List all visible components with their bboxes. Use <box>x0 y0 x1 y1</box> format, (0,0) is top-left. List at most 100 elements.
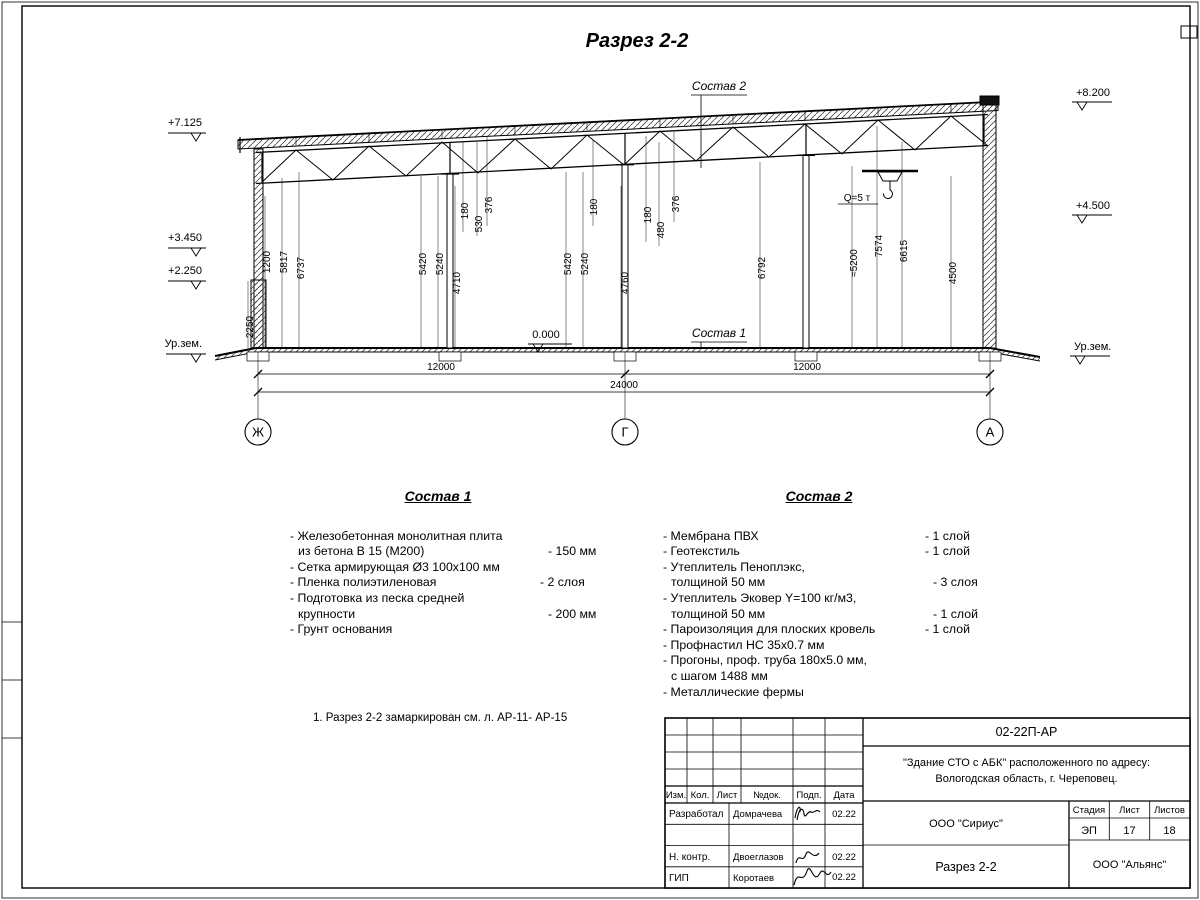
list-item: - Пленка полиэтиленовая- 2 слоя <box>290 575 620 591</box>
stamp-name: Двоеглазов <box>733 852 784 863</box>
elevation-label: +7.125 <box>168 117 202 129</box>
stamp-org2: ООО "Альянс" <box>1093 859 1167 871</box>
leader-line <box>691 94 747 168</box>
list-item: - Пароизоляция для плоских кровель- 1 сл… <box>663 622 1003 638</box>
dimension-label: 530 <box>474 215 485 232</box>
item-text: крупности <box>298 606 356 621</box>
dimension-label: ≈5200 <box>849 249 860 277</box>
elevation-flag-icon <box>168 247 206 257</box>
stamp-name: Коротаев <box>733 873 774 884</box>
dimension-label: 376 <box>484 196 495 213</box>
axis-label: А <box>986 425 995 440</box>
item-text: - Железобетонная монолитная плита <box>290 528 503 543</box>
stamp-date: 02.22 <box>832 809 856 820</box>
stamp-date: 02.22 <box>832 872 856 883</box>
stamp-drawing-name: Разрез 2-2 <box>935 860 996 874</box>
sheets-label: Листов <box>1154 805 1185 816</box>
signature-icon <box>793 868 832 886</box>
stamp-col-doc: №док. <box>753 790 781 801</box>
list-item: толщиной 50 мм- 1 слой <box>663 607 1003 623</box>
elevation-flag-icon <box>1070 355 1110 365</box>
object-description-line2: Вологодская область, г. Череповец. <box>935 773 1117 785</box>
ground-level-label: Ур.зем. <box>165 338 202 350</box>
stamp-role: Разработал <box>669 808 724 820</box>
truss-top-chord <box>255 113 989 154</box>
sheet-code-box <box>1180 25 1198 39</box>
dimension-label: 4710 <box>452 271 463 294</box>
axis-bubble <box>611 418 639 446</box>
sheet-note: 1. Разрез 2-2 замаркирован см. л. АР-11-… <box>313 712 568 724</box>
dimension-label: 5240 <box>435 252 446 275</box>
dimension-label: 180 <box>643 206 654 223</box>
ground-level-label: Ур.зем. <box>1074 341 1111 353</box>
item-value: - 3 слоя <box>933 575 978 590</box>
item-value: - 1 слой <box>925 528 970 543</box>
item-text: - Грунт основания <box>290 622 393 637</box>
dimension-label: 1200 <box>262 250 273 273</box>
signature-icon <box>794 806 821 821</box>
stamp-col-podp: Подп. <box>796 790 821 801</box>
dimension-label: 5420 <box>563 252 574 275</box>
stamp-col-data: Дата <box>833 790 855 801</box>
stamp-name: Домрачева <box>733 809 783 820</box>
item-text: - Утеплитель Пеноплэкс, <box>663 559 805 574</box>
item-text: - Подготовка из песка средней <box>290 590 465 605</box>
dimension-extension-lines <box>247 126 952 348</box>
dimension-label: 12000 <box>427 362 455 373</box>
elevation-flag-icon <box>1072 101 1112 111</box>
dimension-label: 376 <box>671 195 682 212</box>
dimension-label: 4500 <box>948 261 959 284</box>
sostav2-title: Состав 2 <box>785 488 853 504</box>
sostav2-block: Состав 2 - Мембрана ПВХ- 1 слой - Геотек… <box>663 488 1003 700</box>
hook-icon <box>882 189 893 199</box>
signature-icon <box>795 851 820 864</box>
list-item: - Утеплитель Пеноплэкс, <box>663 560 1003 576</box>
grid-axes: Ж Г А <box>244 418 1004 446</box>
elevation-label: +4.500 <box>1076 200 1110 212</box>
item-text: с шагом 1488 мм <box>671 668 768 683</box>
item-value: - 1 слой <box>925 622 970 637</box>
item-text: - Геотекстиль <box>663 544 740 559</box>
axis-label: Ж <box>252 425 264 440</box>
stamp-col-izm: Изм. <box>666 790 686 801</box>
stamp-col-kol: Кол. <box>691 790 710 801</box>
axis-bubble <box>244 418 272 446</box>
parapet-cap <box>979 95 1000 106</box>
axis-label: Г <box>621 425 628 440</box>
list-item: - Мембрана ПВХ- 1 слой <box>663 529 1003 545</box>
dimension-label: 5240 <box>580 252 591 275</box>
crane-hoist: Q=5 т <box>838 169 918 205</box>
roof-slab <box>237 100 999 153</box>
document-number: 02-22П-АР <box>996 725 1058 739</box>
sostav2-callout: Состав 2 <box>691 79 747 168</box>
stamp-org1: ООО "Сириус" <box>929 818 1003 830</box>
item-text: из бетона В 15 (М200) <box>298 544 425 559</box>
dimension-label: 180 <box>460 202 471 219</box>
elevation-flag-icon <box>1072 214 1112 224</box>
stamp-role: ГИП <box>669 873 689 884</box>
zero-level-label: 0.000 <box>532 329 560 341</box>
item-value: - 150 мм <box>548 544 597 559</box>
stamp-date: 02.22 <box>832 852 856 863</box>
page-title: Разрез 2-2 <box>585 30 689 52</box>
sostav1-block: Состав 1 - Железобетонная монолитная пли… <box>290 488 620 638</box>
list-item: из бетона В 15 (М200) - 150 мм <box>290 544 620 560</box>
sheet-value: 17 <box>1123 825 1135 837</box>
list-item: крупности- 200 мм <box>290 607 620 623</box>
list-item: - Геотекстиль- 1 слой <box>663 544 1003 560</box>
sostav2-drawing-label: Состав 2 <box>692 79 746 93</box>
item-text: толщиной 50 мм <box>671 606 766 621</box>
sostav1-drawing-label: Состав 1 <box>692 326 746 340</box>
elevation-flag-icon <box>168 132 206 142</box>
stage-label: Стадия <box>1073 805 1105 816</box>
axis-bubble <box>976 418 1004 446</box>
crane-capacity-label: Q=5 т <box>844 193 871 204</box>
elevation-markers-left: +7.125 +3.450 +2.250 Ур.зем. <box>165 117 206 363</box>
dimension-label: 6615 <box>899 239 910 262</box>
horizontal-dimensions: 12000 12000 24000 <box>253 352 995 419</box>
item-text: - Прогоны, проф. труба 180х5.0 мм, <box>663 653 867 668</box>
elevation-markers-right: +8.200 +4.500 Ур.зем. <box>1070 87 1112 365</box>
stamp-col-list: Лист <box>717 790 738 801</box>
